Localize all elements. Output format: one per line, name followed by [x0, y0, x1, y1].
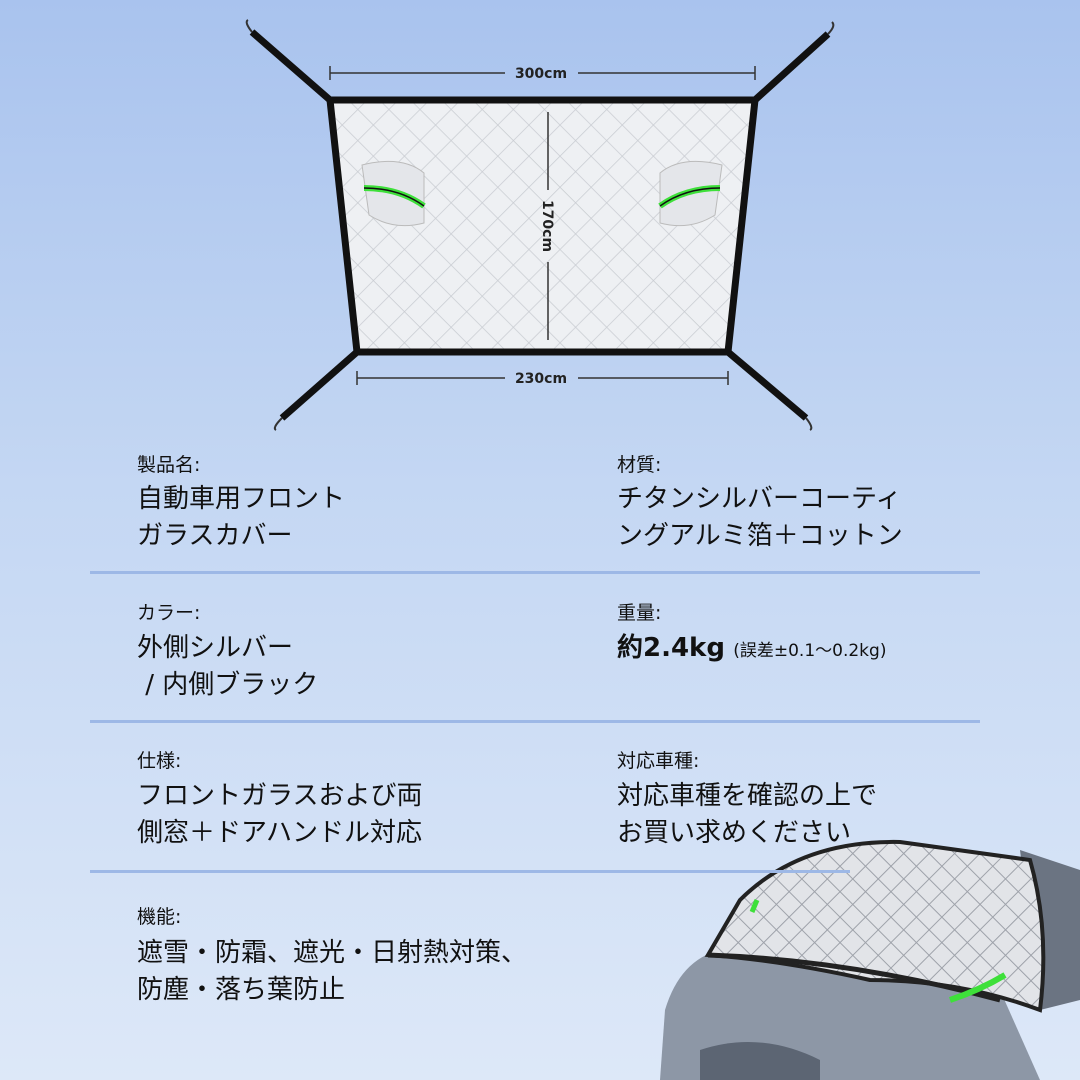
spec-value-color: 外側シルバー / 内側ブラック	[137, 630, 318, 704]
spec-value-specification: フロントガラスおよび両 側窓＋ドアハンドル対応	[137, 778, 422, 852]
spec-value-compatible-models: 対応車種を確認の上で お買い求めください	[617, 778, 877, 852]
divider	[90, 720, 980, 723]
spec-value-material: チタンシルバーコーティ ングアルミ箔＋コットン	[617, 481, 903, 555]
spec-label-material: 材質:	[617, 454, 662, 476]
strap-top-left	[245, 19, 333, 103]
mirror-pocket-right	[658, 160, 723, 227]
dimension-height-label: 170cm	[539, 200, 555, 252]
spec-value-product-name: 自動車用フロント ガラスカバー	[137, 481, 345, 555]
value-line: 側窓＋ドアハンドル対応	[137, 818, 422, 848]
value-line: 防塵・落ち葉防止	[137, 975, 346, 1005]
spec-label-product-name: 製品名:	[137, 454, 201, 476]
dimension-bottom-label: 230cm	[515, 371, 567, 387]
value-line: ガラスカバー	[137, 521, 293, 551]
value-line: チタンシルバーコーティ	[617, 484, 902, 514]
strap-bottom-left	[273, 349, 360, 431]
dimension-top	[329, 66, 756, 80]
mirror-pocket-left	[361, 160, 426, 227]
value-line: 外側シルバー	[137, 633, 294, 663]
divider	[90, 571, 980, 574]
spec-value-weight: 約2.4kg (誤差±0.1〜0.2kg)	[617, 630, 886, 670]
spec-label-color: カラー:	[137, 602, 201, 624]
value-line: 対応車種を確認の上で	[617, 781, 878, 811]
spec-value-features: 遮雪・防霜、遮光・日射熱対策、 防塵・落ち葉防止	[137, 935, 527, 1009]
value-line: 自動車用フロント	[137, 484, 346, 514]
strap-bottom-right	[725, 349, 813, 431]
value-line: 遮雪・防霜、遮光・日射熱対策、	[137, 938, 528, 968]
spec-label-features: 機能:	[137, 906, 182, 928]
divider	[90, 870, 850, 873]
strap-top-right	[752, 21, 835, 103]
spec-label-weight: 重量:	[617, 602, 662, 624]
cover-dimension-diagram: 300cm 170cm 230cm	[245, 19, 835, 431]
dimension-top-label: 300cm	[515, 66, 567, 82]
weight-value: 約2.4kg	[617, 633, 725, 663]
cover-panel	[326, 96, 759, 356]
spec-label-compatible-models: 対応車種:	[617, 750, 700, 772]
dimension-bottom	[356, 371, 729, 385]
value-line: / 内側ブラック	[137, 670, 319, 700]
value-line: ングアルミ箔＋コットン	[617, 521, 903, 551]
value-line: お買い求めください	[617, 818, 852, 848]
value-line: フロントガラスおよび両	[137, 781, 423, 811]
weight-tolerance: (誤差±0.1〜0.2kg)	[733, 641, 887, 661]
spec-label-specification: 仕様:	[137, 750, 182, 772]
